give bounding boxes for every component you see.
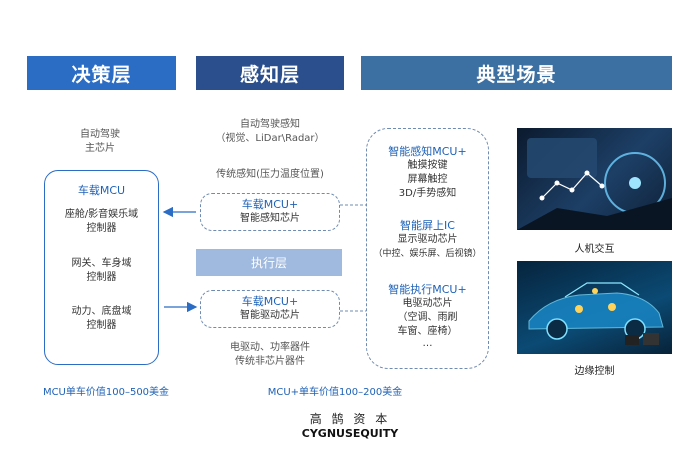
hmi-caption: 人机交互 — [574, 244, 615, 255]
vehicle-mcu-box: 车载MCU 座舱/影音娱乐域控制器 网关、车身域控制器 动力、底盘域控制器 — [44, 170, 159, 365]
traditional-perception-label: 传统感知(压力温度位置) — [216, 169, 324, 180]
execution-layer-bar: 执行层 — [196, 249, 342, 276]
gateway-domain-label: 网关、车身域控制器 — [71, 258, 132, 283]
smart-actuation-mcu-group: 智能执行MCU+ 电驱动芯片 （空调、雨刷 车窗、座椅） … — [388, 283, 467, 349]
mcu-sensing-chip-box: 车载MCU+ 智能感知芯片 — [200, 193, 340, 231]
logo-chinese: 高 鹄 资 本 — [309, 412, 391, 426]
hmi-illustration — [517, 138, 672, 230]
car-illustration — [528, 282, 664, 345]
edge-control-caption: 边缘控制 — [574, 366, 615, 377]
mcu-driver-chip-box: 车载MCU+ 智能驱动芯片 — [200, 290, 340, 328]
autodrive-main-chip-label: 自动驾驶 主芯片 — [80, 129, 120, 154]
mcu-driver-title: 车载MCU+ — [241, 295, 299, 308]
autodrive-perception-label: 自动驾驶感知 （视觉、LiDar\Radar） — [215, 119, 325, 144]
smart-sensing-mcu-group: 智能感知MCU+ 触摸按键 屏幕触控 3D/手势感知 — [388, 145, 467, 199]
powertrain-domain-label: 动力、底盘域控制器 — [71, 306, 132, 331]
mcu-driver-sub: 智能驱动芯片 — [240, 310, 300, 321]
edge-control-image — [517, 261, 672, 354]
logo-english: CYGNUSEQUITY — [301, 427, 399, 440]
mcu-sensing-sub: 智能感知芯片 — [240, 213, 300, 224]
power-devices-label: 电驱动、功率器件 传统非芯片器件 — [230, 342, 310, 367]
cockpit-domain-label: 座舱/影音娱乐域控制器 — [64, 209, 139, 234]
hmi-image — [517, 128, 672, 230]
mcu-plus-value-note: MCU+单车价值100–200美金 — [267, 387, 403, 398]
vehicle-mcu-title: 车载MCU — [77, 184, 126, 197]
smart-display-ic-group: 智能屏上IC 显示驱动芯片 （中控、娱乐屏、后视镜） — [373, 219, 482, 259]
decision-layer-header: 决策层 — [27, 56, 176, 90]
scenarios-header: 典型场景 — [361, 56, 672, 90]
scenario-chips-group: 智能感知MCU+ 触摸按键 屏幕触控 3D/手势感知 智能屏上IC 显示驱动芯片… — [366, 128, 489, 369]
perception-layer-header: 感知层 — [196, 56, 344, 90]
mcu-sensing-title: 车载MCU+ — [241, 198, 299, 211]
mcu-value-note: MCU单车价值100–500美金 — [42, 387, 170, 398]
